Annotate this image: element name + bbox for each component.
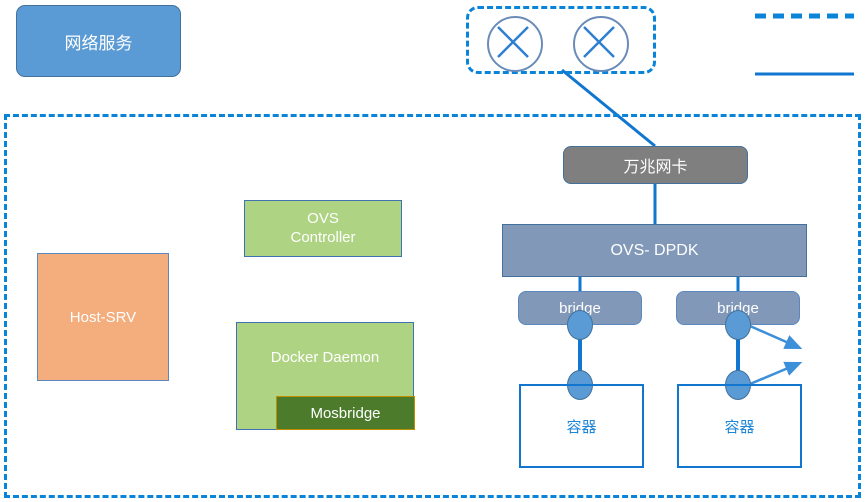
container-box-1[interactable]: 容器 [519,384,644,468]
bridge-label-2: bridge [717,299,759,317]
nic-box[interactable]: 万兆网卡 [563,146,748,184]
bridge-port-oval-2[interactable] [725,310,751,340]
legend [752,8,857,86]
network-service-box[interactable]: 网络服务 [16,5,181,77]
network-service-label: 网络服务 [64,33,133,53]
ovs-controller-label-line1: OVS [307,209,339,227]
mosbridge-box[interactable]: Mosbridge [276,396,415,430]
container-label-1: 容器 [566,418,597,436]
switch-group-boundary [466,6,656,74]
nic-label: 万兆网卡 [623,159,688,176]
container-box-2[interactable]: 容器 [677,384,802,468]
host-zone-boundary [4,114,861,498]
ovs-controller-label-line2: Controller [290,228,356,246]
mosbridge-label: Mosbridge [310,404,381,422]
host-srv-box[interactable]: Host-SRV [37,253,169,381]
container-label-2: 容器 [724,418,755,436]
switch-cross-icon-2[interactable] [573,16,629,72]
host-srv-label: Host-SRV [69,308,137,326]
docker-daemon-label: Docker Daemon [270,349,380,366]
switch-cross-icon-1[interactable] [487,16,543,72]
bridge-port-oval-1[interactable] [567,310,593,340]
ovs-dpdk-box[interactable]: OVS- DPDK [502,224,807,277]
bridge-label-1: bridge [559,299,601,317]
ovs-controller-box[interactable]: OVS Controller [244,200,402,257]
ovs-dpdk-label: OVS- DPDK [610,241,699,259]
